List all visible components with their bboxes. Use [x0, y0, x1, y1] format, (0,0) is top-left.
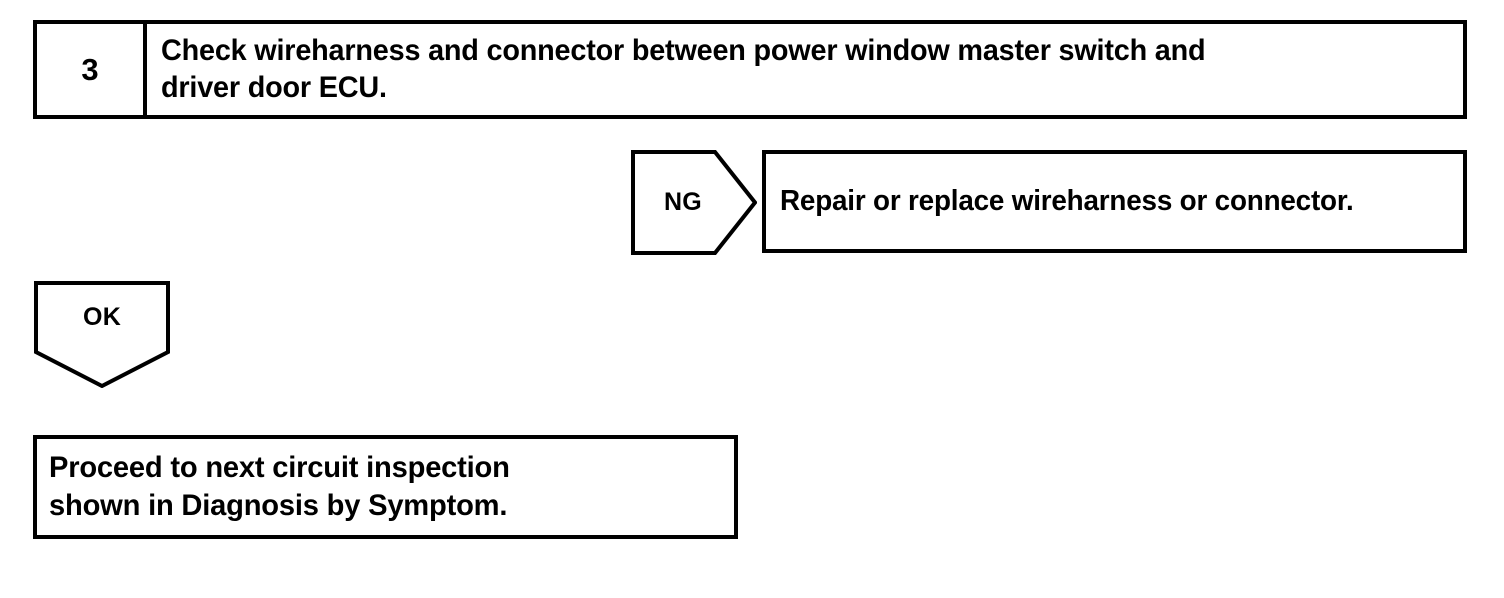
step-row: 3 Check wireharness and connector betwee…: [33, 20, 1467, 119]
ng-branch-label: NG: [664, 188, 702, 216]
ok-pentagon-icon: [34, 281, 170, 388]
ok-branch-label: OK: [83, 302, 121, 331]
ok-branch-marker: OK: [34, 281, 170, 388]
ng-pentagon-icon: [631, 150, 757, 255]
ng-action-box: Repair or replace wireharness or connect…: [762, 150, 1467, 253]
step-number-cell: 3: [37, 24, 147, 115]
step-number: 3: [81, 52, 99, 87]
step-instruction-text: Check wireharness and connector between …: [161, 33, 1206, 104]
ok-action-text: Proceed to next circuit inspection shown…: [49, 450, 510, 522]
ok-action-box: Proceed to next circuit inspection shown…: [33, 435, 738, 539]
step-instruction-cell: Check wireharness and connector between …: [147, 24, 1463, 115]
ng-action-text: Repair or replace wireharness or connect…: [780, 185, 1354, 218]
ng-branch-marker: NG: [631, 150, 757, 255]
